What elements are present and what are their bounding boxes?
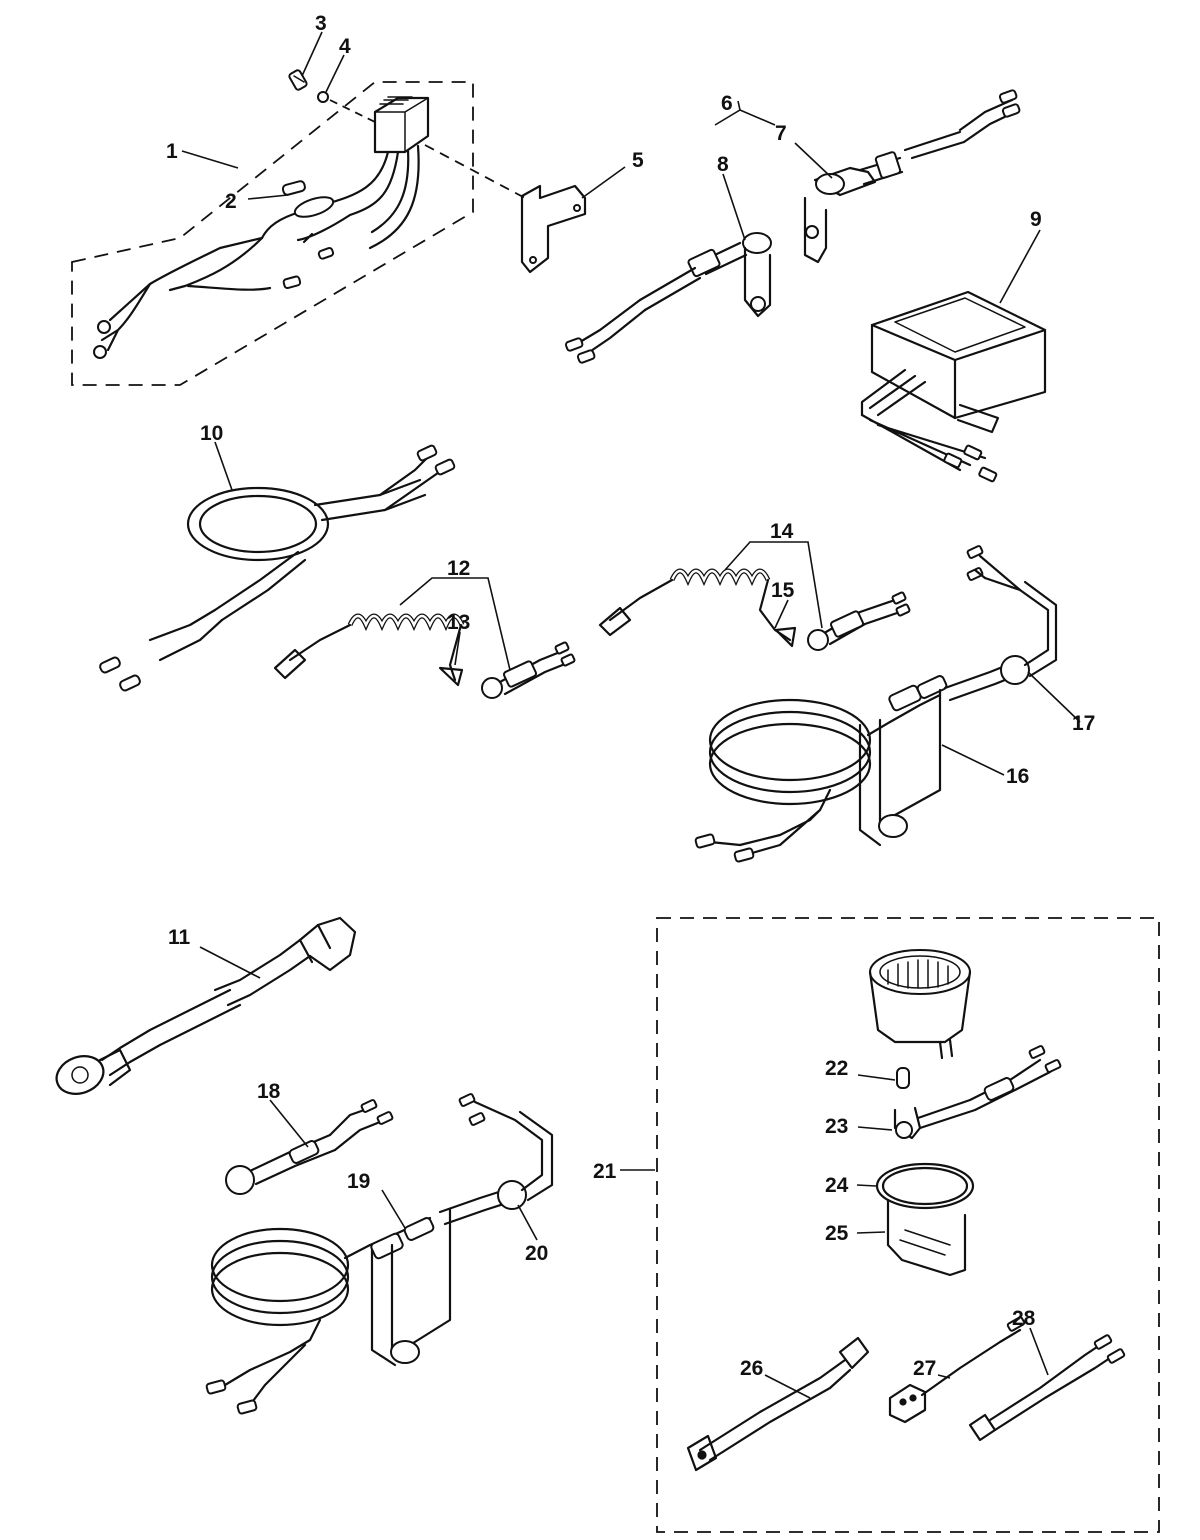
part-12-stop-switch: [273, 613, 576, 699]
callout-13: 13: [447, 611, 470, 634]
part-2-fuse: [281, 180, 306, 196]
callout-6: 6: [721, 92, 733, 115]
part-19-bracket-cable: [205, 1093, 554, 1415]
callout-3: 3: [315, 12, 327, 35]
callout-17: 17: [1072, 712, 1095, 735]
callout-9: 9: [1030, 208, 1042, 231]
part-16-bracket-cable: [694, 545, 1058, 863]
part-21-gauge-kit: [656, 917, 1160, 1533]
callout-15: 15: [771, 579, 795, 602]
part-27-connector: [888, 1316, 1026, 1424]
part-9-module: [860, 290, 1047, 483]
callout-2: 2: [225, 190, 237, 213]
callout-12: 12: [447, 557, 470, 580]
callout-labels: 1 2 3 4 5 6 7 8 9 10 11 12 13 14 15 16 1…: [166, 12, 1095, 1380]
part-22-bulb: [896, 1067, 910, 1089]
callout-20: 20: [525, 1242, 548, 1265]
part-5-bracket: [520, 184, 587, 274]
leader-lines: [181, 31, 1081, 1399]
part-26-harness: [686, 1336, 870, 1472]
callout-25: 25: [825, 1222, 849, 1245]
part-8-switch: [564, 232, 772, 364]
part-11-cable: [55, 916, 357, 1095]
part-7-switch: [803, 89, 1021, 264]
callout-28: 28: [1012, 1307, 1036, 1330]
callout-4: 4: [339, 35, 351, 58]
part-1-wiring-harness: [71, 69, 526, 386]
callout-1: 1: [166, 140, 178, 163]
callout-7: 7: [775, 122, 787, 145]
callout-11: 11: [168, 926, 191, 949]
part-25-bracket: [886, 1198, 967, 1277]
callout-5: 5: [632, 149, 644, 172]
callout-14: 14: [770, 520, 794, 543]
callout-26: 26: [740, 1357, 763, 1380]
part-18-sender: [225, 1099, 394, 1195]
callout-21: 21: [593, 1160, 617, 1183]
part-24-ring: [875, 1162, 975, 1210]
part-28-harness: [968, 1334, 1126, 1442]
callout-23: 23: [825, 1115, 848, 1138]
callout-27: 27: [913, 1357, 936, 1380]
kit-boundary-21: [656, 917, 1160, 1533]
kit-boundary-1: [71, 81, 474, 386]
callout-18: 18: [257, 1080, 281, 1103]
callout-24: 24: [825, 1174, 849, 1197]
callout-10: 10: [200, 422, 223, 445]
callout-16: 16: [1006, 765, 1029, 788]
part-10-harness: [99, 444, 456, 692]
part-3-screw: [288, 69, 308, 91]
gauge-body: [868, 949, 972, 1060]
part-14-stop-switch: [598, 568, 911, 651]
callout-22: 22: [825, 1057, 848, 1080]
callout-19: 19: [347, 1170, 370, 1193]
part-23-socket: [893, 1045, 1062, 1140]
part-4-washer: [317, 91, 329, 103]
callout-8: 8: [717, 153, 729, 176]
